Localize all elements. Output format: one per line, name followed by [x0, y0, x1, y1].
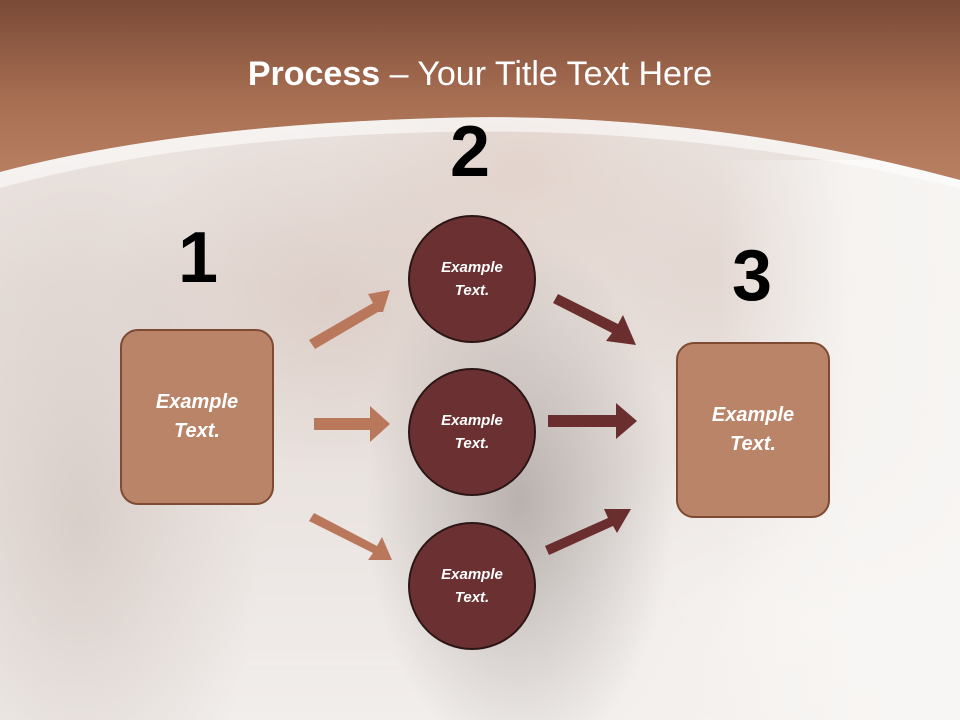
circle-bottom: Example Text.: [408, 522, 536, 650]
step-1-label-line2: Text.: [174, 420, 220, 442]
circle-top: Example Text.: [408, 215, 536, 343]
circle-top-line1: Example: [441, 259, 503, 276]
step-1-label-line1: Example: [155, 391, 239, 413]
circle-middle-line1: Example: [441, 412, 503, 429]
circle-top-line2: Text.: [454, 282, 490, 299]
step-1-box: Example Text.: [120, 329, 274, 505]
circle-bottom-line2: Text.: [454, 589, 490, 606]
step-number-1: 1: [178, 218, 219, 298]
circle-middle-line2: Text.: [454, 435, 490, 452]
slide-title: Process – Your Title Text Here: [0, 52, 960, 96]
step-3-box: Example Text.: [676, 342, 830, 518]
title-rest: – Your Title Text Here: [380, 55, 713, 93]
step-3-label-line1: Example: [711, 404, 795, 426]
title-bold: Process: [247, 55, 381, 93]
circle-middle: Example Text.: [408, 368, 536, 496]
circle-bottom-line1: Example: [441, 566, 503, 583]
header-band: [0, 0, 960, 188]
step-3-label-line2: Text.: [730, 433, 776, 455]
step-number-2: 2: [450, 112, 491, 192]
step-number-3: 3: [732, 236, 773, 316]
